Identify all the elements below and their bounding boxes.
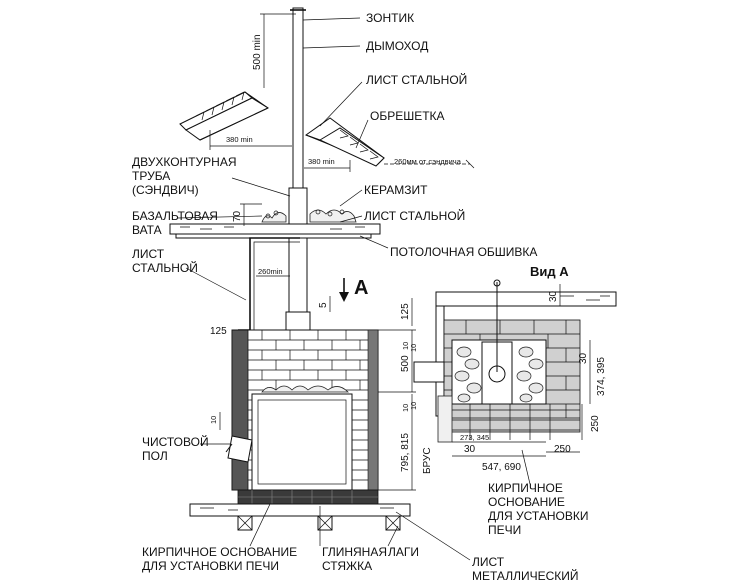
dim-250-h: 250 [554,444,571,455]
dim-10-r1: 10 [409,344,418,352]
dim-125-left: 125 [210,326,227,337]
label-finish-floor-1: ЧИСТОВОЙ [142,434,209,449]
label-brick-base-1: КИРПИЧНОЕ ОСНОВАНИЕ [142,545,297,559]
label-umbrella: ЗОНТИК [366,11,414,25]
label-metal-sheet-1: ЛИСТ [472,555,505,569]
label-timber: БРУС [422,447,433,474]
dim-380min-right: 380 min [308,157,335,166]
dim-10-c: 10 [209,416,218,424]
dim-10-b: 10 [401,404,410,412]
label-finish-floor-2: ПОЛ [142,449,168,463]
label-steel-sheet-top: ЛИСТ СТАЛЬНОЙ [366,72,467,87]
label-brick-base-right-4: ПЕЧИ [488,523,521,537]
label-brick-base-2: ДЛЯ УСТАНОВКИ ПЕЧИ [142,559,279,573]
label-steel-sheet-mid: ЛИСТ СТАЛЬНОЙ [364,208,465,223]
dim-5: 5 [318,302,329,308]
label-arrow-a: А [354,277,368,299]
label-lathing: ОБРЕШЕТКА [370,109,445,123]
dim-273-345: 273, 345 [460,433,489,442]
label-view-a: Вид А [530,264,569,279]
label-chimney: ДЫМОХОД [366,39,428,53]
label-brick-base-right-3: ДЛЯ УСТАНОВКИ [488,509,588,523]
dim-260min: 260min [258,267,283,276]
label-sandwich-3: (СЭНДВИЧ) [132,183,199,197]
label-brick-base-right-2: ОСНОВАНИЕ [488,495,565,509]
stove-body [225,393,353,491]
label-sandwich-2: ТРУБА [132,169,170,183]
dim-500min: 500 min [252,34,263,70]
dim-250-v: 250 [590,415,601,432]
dimension-lines [209,13,591,491]
dim-10-r2: 10 [409,402,418,410]
label-steel-sheet-left-2: СТАЛЬНОЙ [132,260,198,275]
dim-260-sandwich: 260мм от сэндвича [394,157,462,166]
dim-374-395: 374, 395 [596,357,607,396]
label-brick-base-right-1: КИРПИЧНОЕ [488,481,563,495]
label-basalt-2: ВАТА [132,223,162,237]
dim-500: 500 [400,355,411,372]
label-clay-screed-1: ГЛИНЯНАЯ [322,545,387,559]
roof-left-slope [179,91,270,141]
label-steel-sheet-left-1: ЛИСТ [132,247,165,261]
dim-547-690: 547, 690 [482,462,521,473]
label-ceiling-lining: ПОТОЛОЧНАЯ ОБШИВКА [390,245,537,259]
label-joists: ЛАГИ [388,545,419,559]
label-sandwich-1: ДВУХКОНТУРНАЯ [132,155,237,169]
dim-10-a: 10 [401,342,410,350]
stove-stones [261,385,349,393]
dim-30-bot: 30 [464,444,476,455]
dim-380min-left: 380 min [226,135,253,144]
label-basalt-1: БАЗАЛЬТОВАЯ [132,209,218,223]
label-metal-sheet-2: МЕТАЛЛИЧЕСКИЙ [472,568,578,583]
dim-70: 70 [232,210,243,222]
floor [189,503,411,531]
view-a-detail [413,279,617,443]
dim-125-right: 125 [400,303,411,320]
dim-30-mid: 30 [578,352,589,364]
label-clay-screed-2: СТЯЖКА [322,559,372,573]
view-a-arrow [339,278,349,302]
dim-30-top: 30 [548,290,559,302]
label-claydite: КЕРАМЗИТ [364,183,428,197]
leader-lines [177,17,531,561]
dim-795-815: 795, 815 [400,433,411,472]
